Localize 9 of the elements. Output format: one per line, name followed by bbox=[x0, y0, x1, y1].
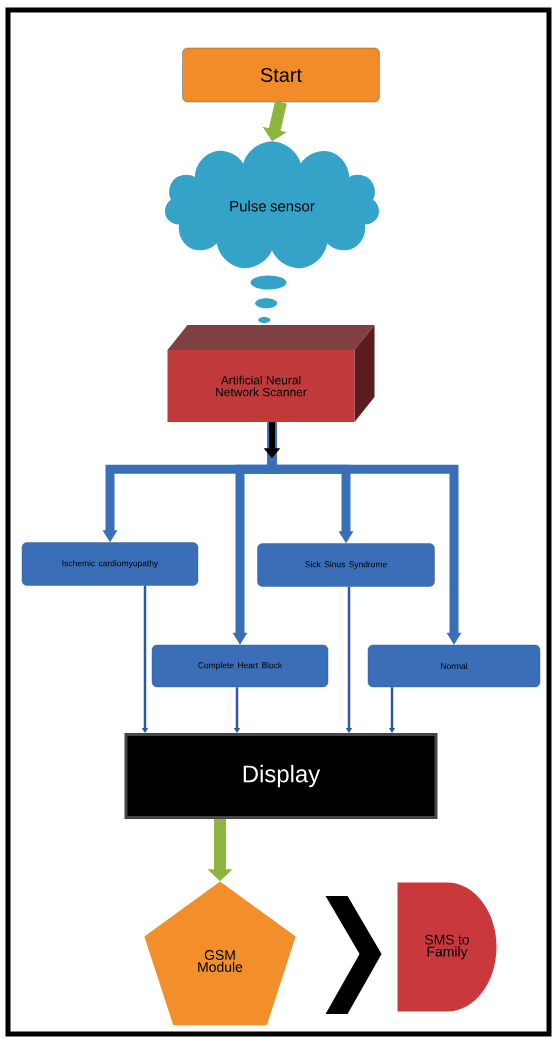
process-box: Ischemic cardiomyopathy bbox=[21, 542, 199, 586]
bubble-trail bbox=[250, 275, 287, 324]
display-box: Display bbox=[124, 733, 438, 819]
process-box: Normal bbox=[367, 644, 541, 688]
start-box: Start bbox=[182, 47, 380, 103]
chevron-arrow bbox=[325, 896, 382, 1014]
scanner-block: Artificial Neural Network Scanner bbox=[167, 325, 375, 422]
process-box: Complete Heart Block bbox=[151, 644, 329, 688]
process-box: Sick Sinus Syndrome bbox=[257, 543, 435, 587]
